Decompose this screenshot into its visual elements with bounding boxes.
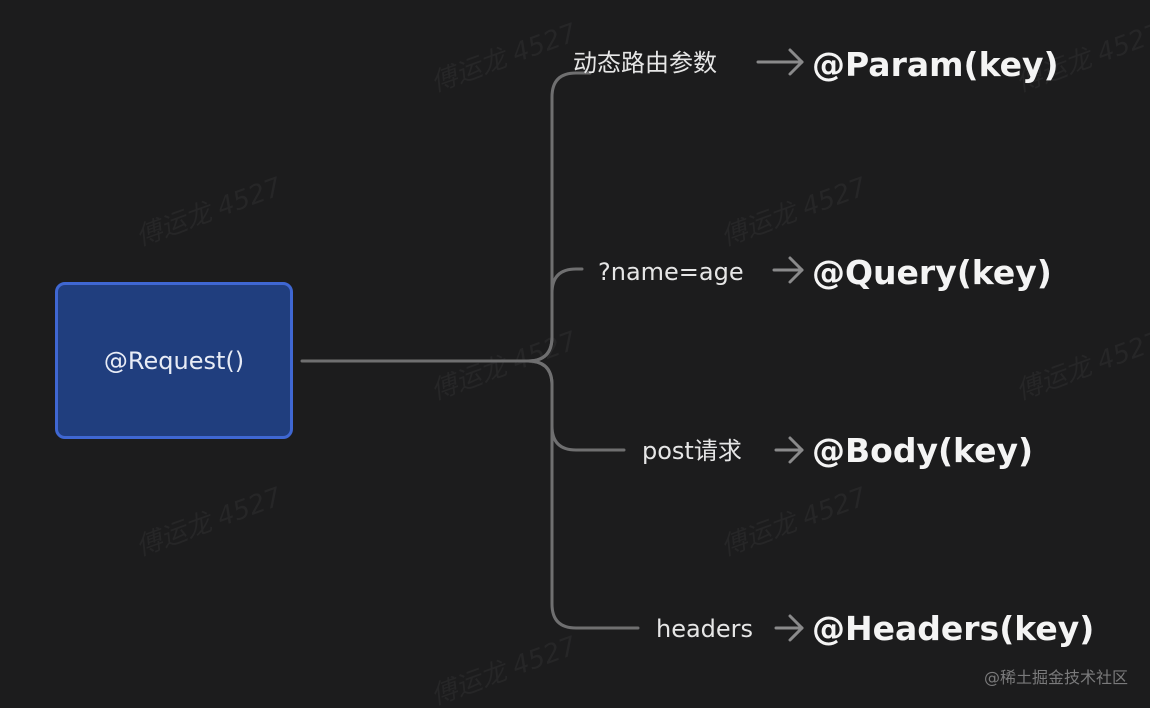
watermark-text: 傅运龙 4527 [427,326,581,406]
connector-param [526,71,592,363]
watermark-text: 傅运龙 4527 [717,482,871,562]
branch-label-query-string: ?name=age [598,258,744,286]
decorator-query: @Query(key) [812,253,1052,292]
root-node-label: @Request() [103,346,245,375]
arrow-right-icon [774,614,804,642]
footer-credit: @稀土掘金技术社区 [983,668,1128,687]
watermark-text: 傅运龙 4527 [427,631,581,708]
branch-label-headers: headers [656,615,754,643]
connector-headers [526,359,640,630]
branch-label-route-params: 动态路由参数 [573,49,717,77]
connector-body [526,359,626,452]
decorator-body: @Body(key) [812,431,1034,470]
arrow-right-icon [772,256,804,284]
watermark-text: 傅运龙 4527 [1012,326,1150,406]
watermark-text: 傅运龙 4527 [427,18,581,98]
arrow-group [756,48,804,642]
arrow-right-icon [756,48,804,76]
watermark-text: 傅运龙 4527 [132,172,286,252]
branch-label-post-request: post请求 [642,437,742,465]
decorator-headers: @Headers(key) [812,609,1095,648]
watermark-text: 傅运龙 4527 [132,482,286,562]
connector-lines [300,71,640,630]
decorator-param: @Param(key) [812,45,1059,84]
connector-query [526,267,584,363]
root-node[interactable]: @Request() [55,282,293,439]
arrow-right-icon [774,436,804,464]
watermark-text: 傅运龙 4527 [717,172,871,252]
